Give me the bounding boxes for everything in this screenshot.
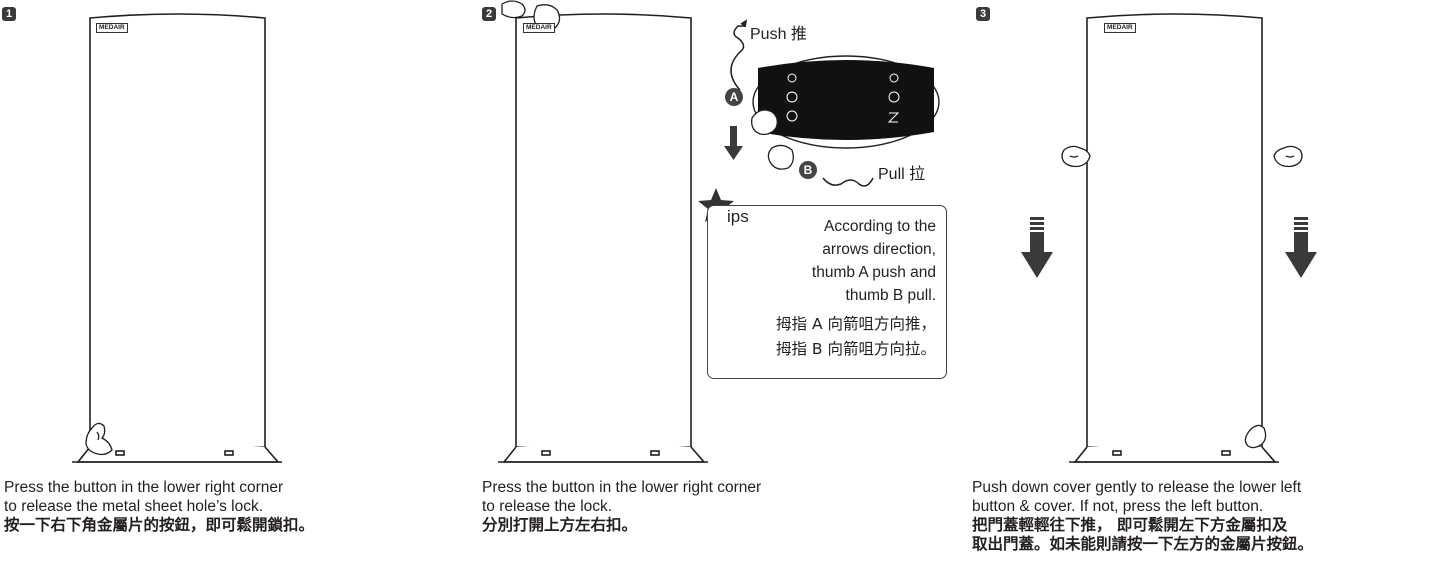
step-number-badge: 2 [482,7,496,21]
tips-line: thumb A push and [811,264,936,281]
tips-line: arrows direction, [822,241,936,258]
down-arrow-icon-detail [724,126,743,160]
caption-line: Press the button in the lower right corn… [4,479,284,496]
marker-b: B [799,161,817,179]
tips-heading: ips [727,207,749,226]
down-arrow-icon-step-3-right [1285,217,1317,278]
step-2-caption: Press the button in the lower right corn… [482,478,761,535]
purifier-step-1 [72,13,282,463]
hand-icon-step-3-left [1061,145,1091,168]
caption-line: Push down cover gently to release the lo… [972,479,1302,496]
caption-line: Press the button in the lower right corn… [482,479,762,496]
pull-label: Pull 拉 [878,166,926,183]
control-panel-detail [752,55,940,149]
hand-icon-detail-a [751,109,778,136]
hand-icon-detail-b [767,144,794,170]
caption-line-cn: 按一下右下角金屬片的按鈕，即可鬆開鎖扣。 [4,516,315,534]
hand-icon-step-3-right [1273,145,1303,168]
push-arrow-icon [730,25,746,91]
brand-logo: MEDAIR [523,23,555,33]
purifier-step-2 [498,13,708,463]
brand-logo: MEDAIR [96,23,128,33]
tips-line-cn: 拇指 B 向箭咀方向拉。 [776,340,936,358]
marker-a: A [725,88,743,106]
hand-icon-step-3-bottom [1244,424,1267,449]
step-1-caption: Press the button in the lower right corn… [4,478,314,535]
caption-line: to release the lock. [482,498,613,515]
caption-line: button & cover. If not, press the left b… [972,498,1264,515]
pull-arrow-icon [822,177,874,187]
tips-line: thumb B pull. [845,287,936,304]
step-number-badge: 1 [2,7,16,21]
down-arrow-icon-step-3-left [1021,217,1053,278]
purifier-step-3 [1069,13,1279,463]
caption-line-cn: 把門蓋輕輕往下推， 即可鬆開左下方金屬扣及 [972,516,1288,534]
step-number-badge: 3 [976,7,990,21]
hand-icon-step-1 [85,422,113,456]
tips-line-cn: 拇指 A 向箭咀方向推， [776,315,936,333]
caption-line-cn: 取出門蓋。如未能則請按一下左方的金屬片按鈕。 [972,535,1314,553]
caption-line: to release the metal sheet hole’s lock. [4,498,264,515]
brand-logo: MEDAIR [1104,23,1136,33]
tips-box: According to the arrows direction, thumb… [707,205,947,379]
caption-line-cn: 分別打開上方左右扣。 [482,516,638,534]
tips-line: According to the [823,218,936,235]
step-3-caption: Push down cover gently to release the lo… [972,478,1313,554]
push-label: Push 推 [750,26,807,43]
